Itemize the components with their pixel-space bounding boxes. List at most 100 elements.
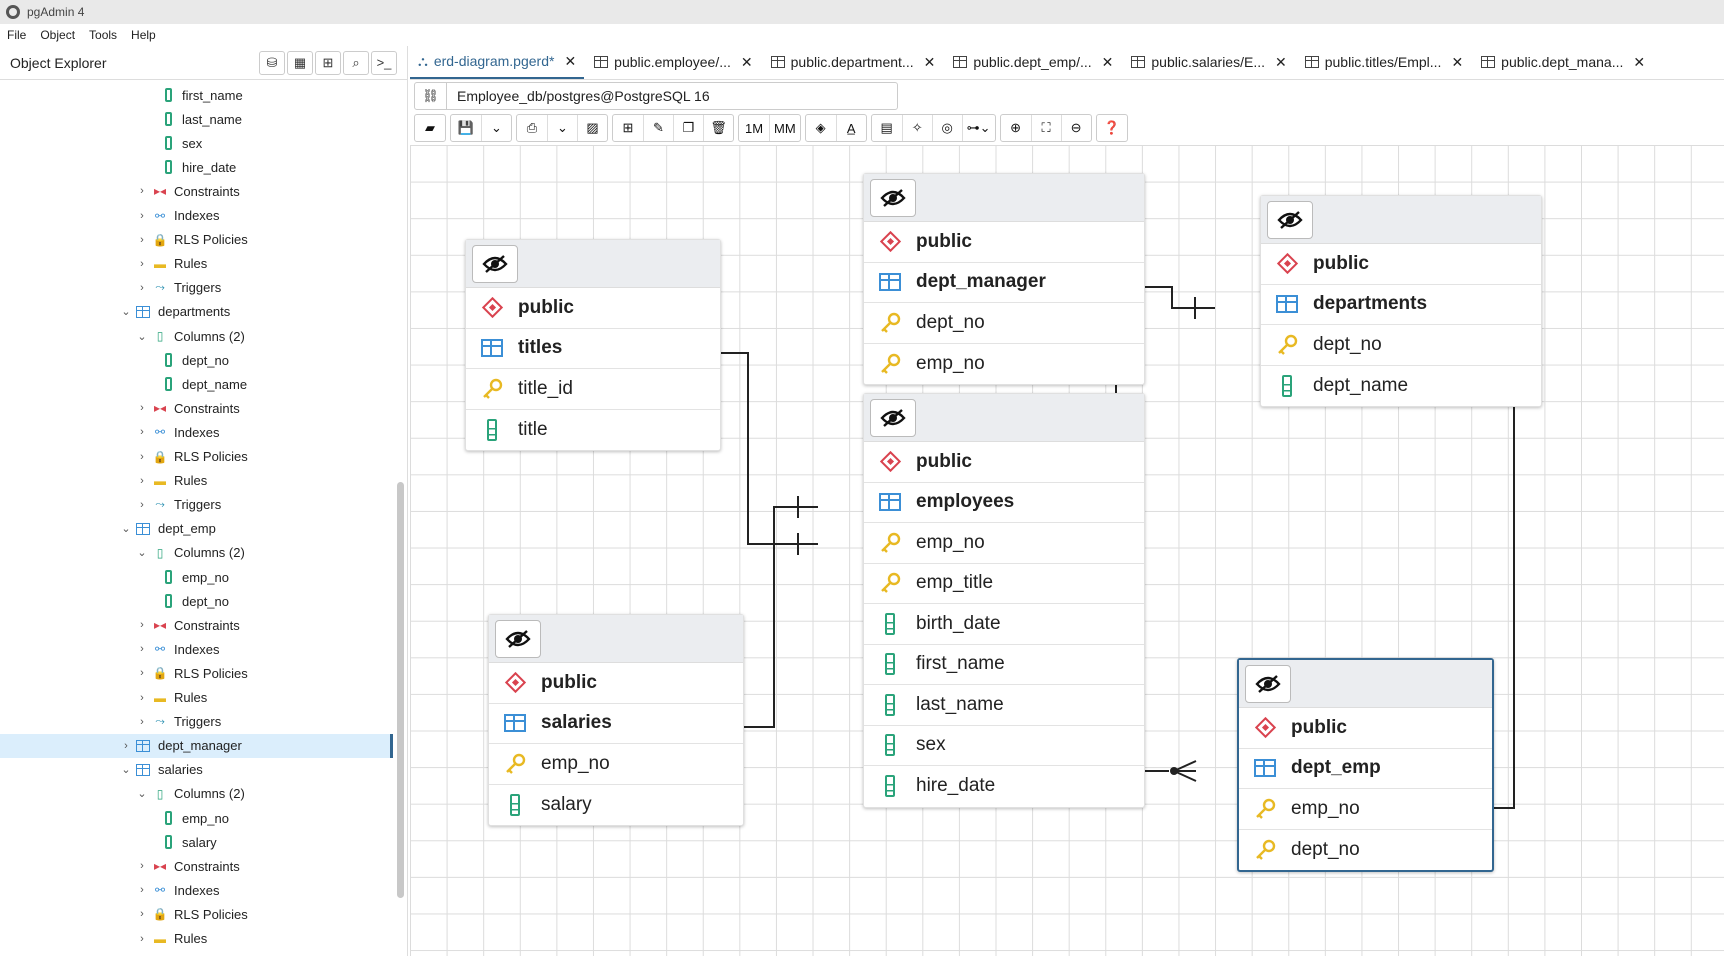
chevron-down-icon[interactable]: ⌄ <box>137 788 147 801</box>
tree-item-salary[interactable]: salary <box>160 830 217 854</box>
chevron-right-icon[interactable]: › <box>140 209 144 222</box>
tree-item-constraints[interactable]: ›▸◂Constraints <box>134 396 240 420</box>
tree-item-dept-name[interactable]: dept_name <box>160 372 247 396</box>
download-image-icon[interactable]: ▨ <box>577 115 607 141</box>
chevron-right-icon[interactable]: › <box>140 691 144 704</box>
save-icon[interactable]: 💾 <box>457 120 475 135</box>
chevron-down-icon[interactable]: ⌄ <box>121 306 131 319</box>
tree-item-dept-no[interactable]: dept_no <box>160 589 229 613</box>
menu-help[interactable]: Help <box>131 28 156 42</box>
show-details-icon[interactable]: ◎ <box>931 115 962 141</box>
hide-details-icon[interactable] <box>870 398 916 437</box>
search-icon[interactable]: ⌕ <box>343 50 369 75</box>
tab-5[interactable]: public.titles/Empl...✕ <box>1297 45 1471 79</box>
sql-dropdown-chevron-icon[interactable]: ⌄ <box>547 115 577 141</box>
tree-item-rls-policies[interactable]: ›🔒RLS Policies <box>134 661 248 685</box>
chevron-right-icon[interactable]: › <box>140 498 144 511</box>
tree-item-triggers[interactable]: ›⤳Triggers <box>134 493 221 517</box>
tree-item-sex[interactable]: sex <box>160 131 202 155</box>
chevron-down-icon[interactable]: ⌄ <box>137 547 147 560</box>
tree-item-salaries[interactable]: ⌄salaries <box>118 758 202 782</box>
close-icon[interactable]: ✕ <box>740 53 753 70</box>
tab-6[interactable]: public.dept_mana...✕ <box>1473 45 1653 79</box>
tree-item-rules[interactable]: ›▬Rules <box>134 686 207 710</box>
chevron-right-icon[interactable]: › <box>140 667 144 680</box>
tree-item-hire-date[interactable]: hire_date <box>160 155 236 179</box>
drop-table-icon[interactable]: 🗑 <box>703 115 733 141</box>
menu-tools[interactable]: Tools <box>89 28 118 42</box>
tree-item-columns-2-[interactable]: ⌄▯Columns (2) <box>134 782 244 806</box>
tree-item-indexes[interactable]: ›⚯Indexes <box>134 637 219 661</box>
table-view-icon[interactable]: ▦ <box>287 50 313 75</box>
chevron-right-icon[interactable]: › <box>140 884 144 897</box>
close-icon[interactable]: ✕ <box>1633 53 1646 70</box>
tree-item-columns-2-[interactable]: ⌄▯Columns (2) <box>134 324 244 348</box>
psql-tool-icon[interactable]: >_ <box>371 50 397 75</box>
hide-details-icon[interactable] <box>1245 664 1291 703</box>
clone-table-icon[interactable]: ❐ <box>673 115 703 141</box>
fill-color-icon[interactable]: ◈ <box>815 120 826 135</box>
tree-item-triggers[interactable]: ›⤳Triggers <box>134 951 221 956</box>
database-icon[interactable]: ⛁ <box>259 50 285 75</box>
add-table-icon[interactable]: ⊞ <box>622 120 634 135</box>
tree-item-emp-no[interactable]: emp_no <box>160 565 229 589</box>
menu-file[interactable]: File <box>7 28 27 42</box>
tree-item-indexes[interactable]: ›⚯Indexes <box>134 204 219 228</box>
chevron-right-icon[interactable]: › <box>140 860 144 873</box>
auto-align-icon[interactable]: ✧ <box>901 115 932 141</box>
save-dropdown-chevron-icon[interactable]: ⌄ <box>481 115 511 141</box>
tree-item-constraints[interactable]: ›▸◂Constraints <box>134 854 240 878</box>
hide-details-icon[interactable] <box>495 619 541 658</box>
tree-item-first-name[interactable]: first_name <box>160 83 243 107</box>
one-to-many-button[interactable]: 1M <box>744 120 764 136</box>
many-to-many-button[interactable]: MM <box>769 115 800 141</box>
tree-item-constraints[interactable]: ›▸◂Constraints <box>134 613 240 637</box>
hide-details-icon[interactable] <box>472 244 518 283</box>
close-icon[interactable]: ✕ <box>1101 53 1114 70</box>
tree-item-triggers[interactable]: ›⤳Triggers <box>134 710 221 734</box>
help-icon[interactable]: ❓ <box>1103 120 1120 135</box>
connection-status-icon[interactable]: ⛓ <box>415 83 447 109</box>
chevron-right-icon[interactable]: › <box>140 715 144 728</box>
chevron-down-icon[interactable]: ⌄ <box>121 764 131 777</box>
close-icon[interactable]: ✕ <box>1451 53 1464 70</box>
tree-item-indexes[interactable]: ›⚯Indexes <box>134 420 219 444</box>
hide-details-icon[interactable] <box>870 178 916 217</box>
tree-item-columns-2-[interactable]: ⌄▯Columns (2) <box>134 541 244 565</box>
chevron-right-icon[interactable]: › <box>140 932 144 945</box>
chevron-right-icon[interactable]: › <box>140 402 144 415</box>
chevron-down-icon[interactable]: ⌄ <box>121 523 131 536</box>
menu-object[interactable]: Object <box>40 28 76 42</box>
tree-item-rls-policies[interactable]: ›🔒RLS Policies <box>134 228 248 252</box>
chevron-down-icon[interactable]: ⌄ <box>137 330 147 343</box>
tab-4[interactable]: public.salaries/E...✕ <box>1123 45 1294 79</box>
tree-item-emp-no[interactable]: emp_no <box>160 806 229 830</box>
hide-details-icon[interactable] <box>1267 200 1313 239</box>
tree-item-rules[interactable]: ›▬Rules <box>134 252 207 276</box>
chevron-right-icon[interactable]: › <box>140 233 144 246</box>
fullscreen-icon[interactable]: ⛶ <box>1030 115 1061 141</box>
tree-item-rules[interactable]: ›▬Rules <box>134 927 207 951</box>
chevron-right-icon[interactable]: › <box>140 281 144 294</box>
open-file-icon[interactable]: ▰ <box>425 120 435 135</box>
chevron-right-icon[interactable]: › <box>140 257 144 270</box>
tree-item-rls-policies[interactable]: ›🔒RLS Policies <box>134 902 248 926</box>
filter-table-icon[interactable]: ⊞ <box>315 50 341 75</box>
tree-item-rls-policies[interactable]: ›🔒RLS Policies <box>134 445 248 469</box>
add-note-icon[interactable]: ▤ <box>880 120 893 135</box>
chevron-right-icon[interactable]: › <box>140 426 144 439</box>
tree-item-dept-manager[interactable]: ›dept_manager <box>0 733 393 758</box>
tree-item-constraints[interactable]: ›▸◂Constraints <box>134 179 240 203</box>
chevron-right-icon[interactable]: › <box>140 474 144 487</box>
cardinality-notation-icon[interactable]: ⊶⌄ <box>961 115 995 141</box>
tree-item-departments[interactable]: ⌄departments <box>118 300 230 324</box>
tree-item-last-name[interactable]: last_name <box>160 107 242 131</box>
close-icon[interactable]: ✕ <box>1274 53 1287 70</box>
chevron-right-icon[interactable]: › <box>140 450 144 463</box>
zoom-out-icon[interactable]: ⊖ <box>1060 115 1091 141</box>
